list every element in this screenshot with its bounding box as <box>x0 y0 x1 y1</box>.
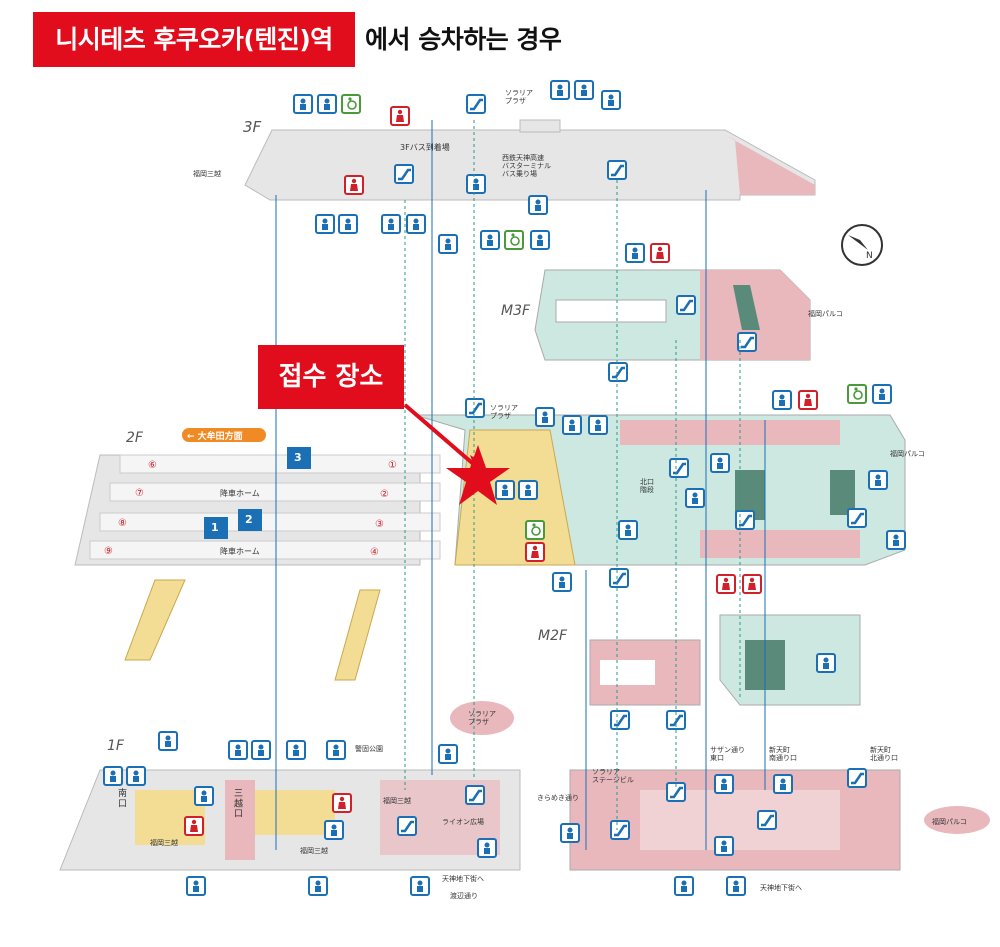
reception-pointer <box>403 403 510 505</box>
mitsukoshi-gate-label: 三越口 <box>234 789 243 820</box>
underground-mall-label-2: 天神地下街へ <box>760 883 802 892</box>
floor-label-m2f: M2F <box>538 628 568 644</box>
mitsukoshi-1f-label-3: 福岡三越 <box>383 796 411 805</box>
alighting-platform-label-1: 降車ホーム <box>220 488 260 498</box>
track-1: ① <box>388 460 397 471</box>
compass-north-label: N <box>866 251 873 261</box>
parco-m3f-label: 福岡パルコ <box>808 309 843 318</box>
platform-1-sign: 1 <box>204 517 228 539</box>
floor-label-m3f: M3F <box>501 303 531 319</box>
omuta-direction-label: ← 大牟田方面 <box>187 430 243 442</box>
bus-terminal-label: 西鉄天神高速バスターミナルバス乗り場 <box>502 153 551 178</box>
mitsukoshi-1f-label-1: 福岡三越 <box>150 838 178 847</box>
floor-label-3f: 3F <box>243 118 262 136</box>
solaria-stage-label: ソラリアステージビル <box>592 768 634 784</box>
track-9: ⑨ <box>104 546 113 557</box>
kirameki-street-label: きらめき通り <box>537 793 579 802</box>
floor-label-2f: 2F <box>126 430 144 446</box>
solaria-plaza-3f-label: ソラリアプラザ <box>505 89 533 105</box>
track-3: ③ <box>375 519 384 530</box>
south-gate-label: 南口 <box>118 787 127 809</box>
floor-m3f: M3F 福岡パルコ <box>501 243 843 383</box>
platform-3-sign: 3 <box>287 447 311 469</box>
track-4: ④ <box>370 547 379 558</box>
solaria-plaza-2f-label: ソラリアプラザ <box>490 404 518 420</box>
parco-1f-label: 福岡パルコ <box>932 817 967 826</box>
solaria-plaza-1f-label: ソラリアプラザ <box>468 710 496 726</box>
alighting-platform-label-2: 降車ホーム <box>220 546 260 556</box>
track-8: ⑧ <box>118 518 127 529</box>
shintencho-north-label: 新天町北通り口 <box>870 745 898 762</box>
watanabe-street-label: 渡辺通り <box>450 891 478 900</box>
station-title-badge: 니시테츠 후쿠오카(텐진)역 <box>33 12 355 67</box>
vertical-connectors <box>275 120 766 850</box>
platform-3-number: 3 <box>294 451 302 464</box>
track-2: ② <box>380 489 389 500</box>
lion-plaza-label: ライオン広場 <box>442 817 484 826</box>
mitsukoshi-3f-label: 福岡三越 <box>193 169 221 178</box>
platform-2-number: 2 <box>245 513 253 526</box>
track-6: ⑥ <box>148 460 157 471</box>
north-gate-stairs-label: 北口階段 <box>640 478 654 494</box>
floor-2f: 2F ← 大牟田方面 降車ホーム 降車ホーム ソラリアプラザ 北口階段 福岡パル… <box>74 384 925 681</box>
reception-callout: 접수 장소 <box>258 345 404 409</box>
platform-2-sign: 2 <box>238 509 262 531</box>
floor-label-1f: 1F <box>107 738 125 754</box>
reception-star-icon <box>446 445 510 505</box>
page-subtitle: 에서 승차하는 경우 <box>365 25 562 54</box>
parco-2f-label: 福岡パルコ <box>890 449 925 458</box>
sunsun-east-gate-label: サザン通り東口 <box>710 745 745 762</box>
mitsukoshi-1f-label-2: 福岡三越 <box>300 846 328 855</box>
police-park-label: 警固公園 <box>355 744 383 753</box>
platform-1-number: 1 <box>211 521 219 534</box>
underground-mall-label-1: 天神地下街へ <box>442 874 484 883</box>
compass-icon: N <box>841 224 883 266</box>
dashed-connectors <box>404 120 741 830</box>
shintencho-south-label: 新天町南通り口 <box>769 745 797 762</box>
bus-arrival-label: 3Fバス到着場 <box>400 142 450 152</box>
track-7: ⑦ <box>135 488 144 499</box>
floor-1f: 1F 南口 三越口 福岡三越 福岡三越 福岡三越 警固公園 ライオン広場 ソラリ… <box>59 701 990 900</box>
floor-3f: 3F 3Fバス到着場 西鉄天神高速バスターミナルバス乗り場 ソラリアプラザ 福岡… <box>193 80 816 254</box>
